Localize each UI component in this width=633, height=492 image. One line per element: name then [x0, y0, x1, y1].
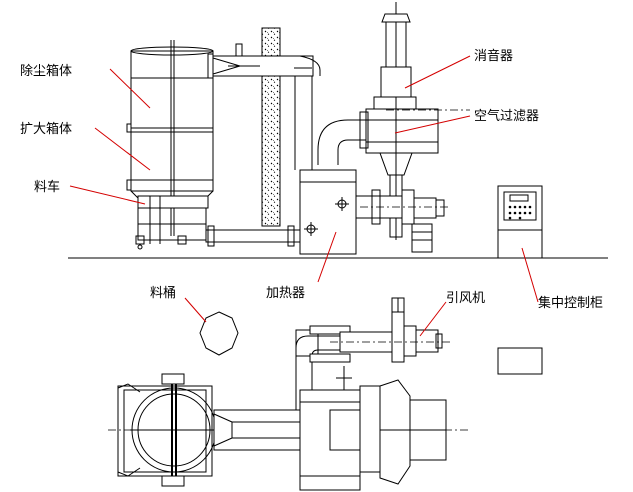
insulated-column	[261, 27, 281, 227]
vessel-plan	[117, 373, 218, 487]
air-filter-elbow	[317, 111, 369, 165]
filter-plan	[359, 379, 447, 485]
labels: 除尘箱体 扩大箱体 料车 消音器 空气过滤器 加热器 料桶 引风机 集中控制柜	[20, 48, 603, 311]
label-heater: 加热器	[266, 286, 305, 301]
supply-duct	[205, 225, 301, 247]
label-fan: 引风机	[446, 291, 485, 306]
plan-view	[108, 297, 543, 491]
label-bucket: 料桶	[150, 286, 176, 301]
induced-fan-plan	[330, 297, 450, 363]
elevation-view	[68, 2, 608, 259]
heater-plan	[299, 366, 361, 491]
heater	[299, 169, 357, 255]
label-expand-box: 扩大箱体	[20, 121, 72, 137]
material-cart	[135, 195, 209, 250]
muffler	[365, 2, 470, 240]
label-dust-box: 除尘箱体	[20, 63, 72, 79]
control-cabinet	[497, 185, 543, 259]
label-muffler: 消音器	[474, 48, 513, 64]
exhaust-duct	[207, 43, 321, 170]
material-bucket	[199, 311, 239, 356]
control-cabinet-plan	[497, 347, 543, 375]
induced-fan-elevation	[355, 189, 448, 253]
duct-plan	[213, 325, 393, 451]
label-cart: 料车	[34, 179, 60, 195]
leader-lines	[69, 55, 539, 337]
label-control-cabinet: 集中控制柜	[538, 295, 603, 311]
label-air-filter: 空气过滤器	[474, 108, 539, 124]
